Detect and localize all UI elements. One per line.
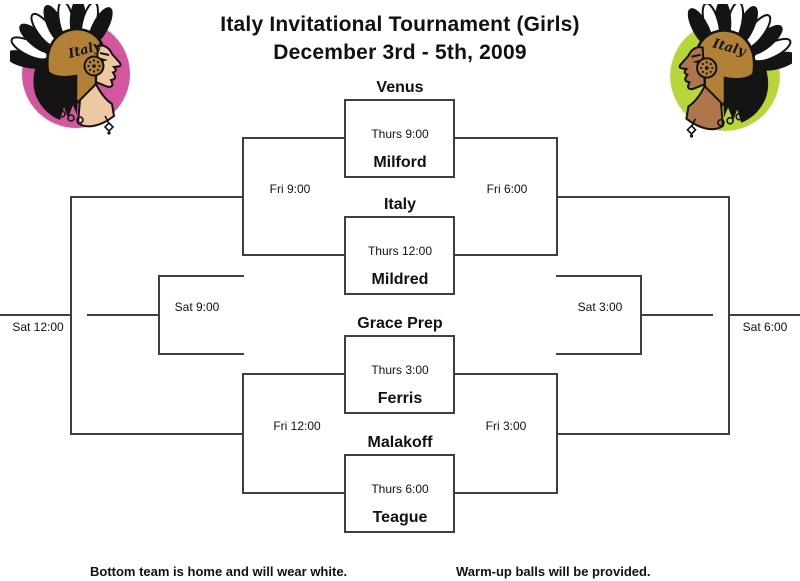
mascot-face bbox=[94, 44, 122, 88]
bracket-line bbox=[242, 254, 346, 256]
round-label-sat-300: Sat 3:00 bbox=[577, 300, 623, 314]
mascot-tassel bbox=[103, 115, 115, 135]
bracket-line bbox=[242, 137, 346, 139]
bracket-line bbox=[158, 353, 244, 355]
note-home-team: Bottom team is home and will wear white. bbox=[90, 564, 348, 579]
mascot-armor-curls bbox=[58, 110, 84, 124]
bracket-line bbox=[242, 492, 346, 494]
team-name: Italy bbox=[383, 196, 416, 213]
bracket-line bbox=[453, 492, 558, 494]
round-label-fri-1200: Fri 12:00 bbox=[273, 419, 321, 433]
bracket-line bbox=[556, 433, 730, 435]
italy-mascot-logo-pink: Italy bbox=[10, 4, 130, 135]
championship-line-left bbox=[0, 314, 72, 316]
championship-line-right bbox=[728, 314, 800, 316]
italy-mascot-logo-green: Italy bbox=[670, 4, 792, 138]
bracket-line bbox=[556, 196, 730, 198]
mascot-helmet-disc bbox=[696, 57, 718, 79]
note-warmup-balls: Warm-up balls will be provided. bbox=[456, 564, 651, 579]
game-time: Thurs 3:00 bbox=[371, 363, 429, 377]
page-header: Italy Invitational Tournament (Girls) De… bbox=[0, 11, 800, 67]
round-label-fri-300: Fri 3:00 bbox=[485, 419, 527, 433]
page-title: Italy Invitational Tournament (Girls) bbox=[220, 13, 580, 36]
bracket-line bbox=[70, 196, 244, 198]
mascot-eyebrow bbox=[99, 52, 110, 56]
match-box-1 bbox=[344, 99, 455, 178]
team-name: Mildred bbox=[371, 271, 429, 288]
round-label-fri-900: Fri 9:00 bbox=[269, 182, 311, 196]
mascot-plume bbox=[687, 4, 792, 71]
team-name: Malakoff bbox=[367, 434, 433, 451]
mascot-tassel bbox=[686, 118, 697, 138]
team-name: Ferris bbox=[377, 390, 423, 407]
bracket-line bbox=[70, 433, 244, 435]
team-name: Grace Prep bbox=[357, 315, 443, 332]
mascot-neck bbox=[76, 82, 116, 128]
bracket-line bbox=[453, 373, 558, 375]
game-time: Thurs 12:00 bbox=[367, 244, 433, 258]
page-subtitle: December 3rd - 5th, 2009 bbox=[273, 41, 527, 64]
mascot-neck bbox=[685, 84, 725, 131]
bracket-line bbox=[242, 373, 346, 375]
team-name: Teague bbox=[372, 509, 428, 526]
round-label-fri-600: Fri 6:00 bbox=[486, 182, 528, 196]
mascot-face bbox=[678, 46, 706, 91]
bracket-line bbox=[556, 353, 642, 355]
match-box-3 bbox=[344, 335, 455, 414]
game-time: Thurs 6:00 bbox=[371, 482, 429, 496]
team-name: Milford bbox=[373, 154, 427, 171]
game-time: Thurs 9:00 bbox=[371, 127, 429, 141]
mascot-helmet-disc bbox=[83, 55, 105, 77]
bracket-line bbox=[158, 275, 244, 277]
bracket-line bbox=[87, 314, 160, 316]
bracket-line bbox=[640, 314, 713, 316]
match-box-2 bbox=[344, 216, 455, 295]
team-name: Venus bbox=[376, 79, 424, 96]
mascot-armor-curls bbox=[717, 112, 744, 127]
round-label-sat-600: Sat 6:00 bbox=[742, 320, 788, 334]
mascot-eyebrow bbox=[691, 53, 701, 58]
round-label-sat-900: Sat 9:00 bbox=[174, 300, 220, 314]
bracket-line bbox=[453, 254, 558, 256]
round-label-sat-1200: Sat 12:00 bbox=[12, 320, 64, 334]
bracket-line bbox=[556, 275, 642, 277]
bracket-line bbox=[453, 137, 558, 139]
match-box-4 bbox=[344, 454, 455, 533]
